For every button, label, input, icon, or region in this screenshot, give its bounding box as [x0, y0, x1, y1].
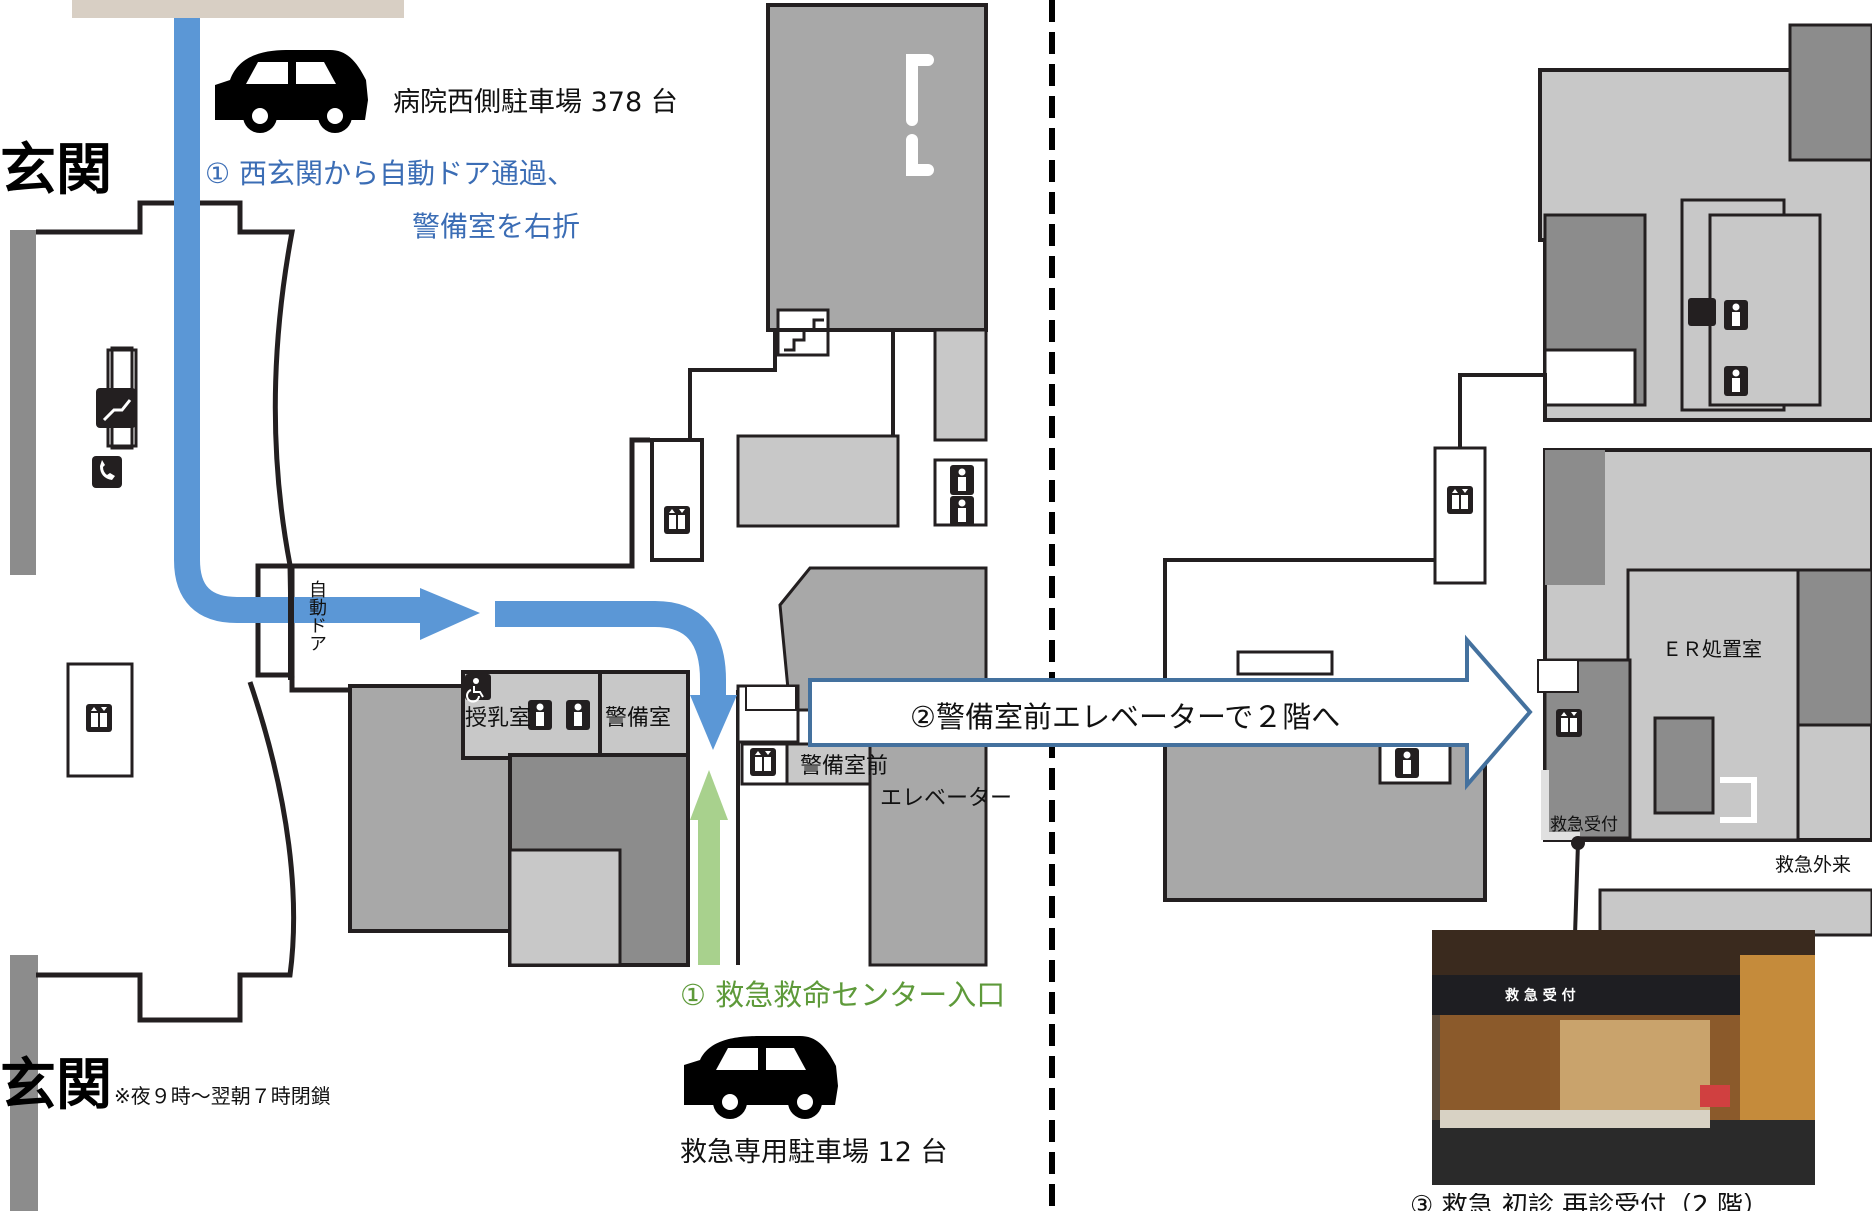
er-reception-label: 救急受付: [1550, 815, 1618, 835]
security-room-label: 警備室: [605, 706, 672, 731]
security-room: [598, 670, 690, 760]
entrance-photo: [72, 0, 404, 18]
route-blue: [495, 601, 726, 695]
photo-sign: 救 急 受 付: [1505, 988, 1576, 1004]
er-parking-label: 救急専用駐車場 12 台: [680, 1137, 948, 1168]
stairs-icon: [745, 685, 797, 711]
elevator-icon: [86, 704, 112, 732]
stairs-icon: [1537, 659, 1579, 693]
west-wall: [10, 230, 36, 575]
restroom-icon: [566, 700, 590, 730]
south-lobby-wall: [36, 681, 297, 1023]
corridor-wall: [292, 437, 650, 569]
route-green: [698, 820, 720, 965]
elevator-icon: [1556, 709, 1582, 737]
restroom-icon: [950, 496, 974, 526]
restroom-icon: [1395, 748, 1419, 778]
er-room-label: ＥＲ処置室: [1662, 637, 1762, 661]
route-blue: [174, 18, 420, 623]
west-lobby-wall: [36, 200, 296, 678]
wheelchair-icon: [465, 674, 491, 700]
er-reception-photo: [1432, 930, 1815, 1185]
elevator-icon: [750, 748, 776, 776]
car-icon: [215, 50, 368, 133]
south-wall: [10, 955, 38, 1211]
elevator-icon: [664, 506, 690, 534]
lower-building: [778, 566, 988, 967]
room: [736, 434, 900, 528]
restroom-icon: [950, 465, 974, 495]
escalator-icon: [96, 388, 136, 428]
photo-caption: ③ 救急 初診 再診受付（2 階）: [1410, 1193, 1769, 1211]
stairs-icon: [1543, 348, 1637, 407]
er-outpatient-label: 救急外来: [1775, 854, 1852, 876]
elevator-front-label-2: エレベーター: [880, 786, 1013, 811]
wheelchair-icon: [1688, 298, 1716, 326]
auto-door-label: 自動ドア: [306, 580, 327, 652]
car-icon: [684, 1036, 838, 1119]
south-entrance-label: 玄関: [0, 1053, 112, 1118]
west-entrance-label: 玄関: [0, 138, 112, 203]
small-elevator-room: [650, 438, 704, 562]
west-parking-label: 病院西側駐車場 378 台: [393, 87, 678, 118]
night-note: ※夜９時～翌朝７時閉鎖: [114, 1084, 331, 1108]
phone-icon: [92, 456, 122, 488]
upper-building: [766, 3, 988, 332]
right-elevator: [1433, 446, 1487, 585]
restroom-icon: [528, 700, 552, 730]
step1-line2: 警備室を右折: [412, 210, 581, 243]
step2-label: ②警備室前エレベーターで２階へ: [910, 700, 1341, 734]
elevator-front-label-1: 警備室前: [800, 754, 889, 779]
er-entrance-label: ① 救急救命センター入口: [680, 978, 1006, 1012]
restroom-icon: [1724, 366, 1748, 396]
restroom-icon: [1724, 300, 1748, 330]
elevator-icon: [1447, 486, 1473, 514]
route-arrow-to-2f: [808, 634, 1533, 791]
nursing-room-label: 授乳室: [465, 706, 532, 731]
step1-line1: ① 西玄関から自動ドア通過、: [205, 157, 576, 190]
